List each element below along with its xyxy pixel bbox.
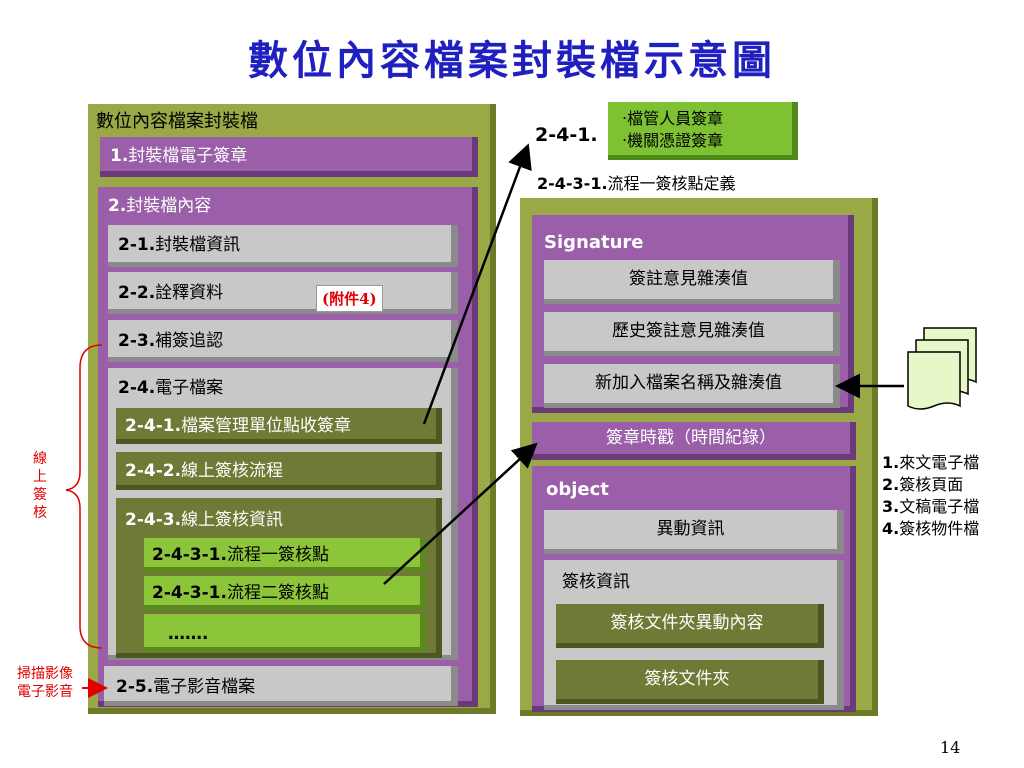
package-signature-label: 1.封裝檔電子簽章: [110, 148, 247, 165]
sign-info-label: 簽核資訊: [562, 572, 630, 592]
metadata-text: 詮釋資料: [155, 283, 224, 303]
page-title: 數位內容檔案封裝檔示意圖: [248, 37, 776, 84]
package-info-text: 封裝檔資訊: [155, 235, 241, 255]
doc-item-2: 2.簽核頁面: [882, 474, 979, 496]
more-points-label: …….: [168, 624, 209, 644]
flow-two-point-label: 2-4-3-1.流程二簽核點: [152, 585, 329, 602]
package-content-num: 2.: [108, 196, 127, 216]
appendix-note: (附件4): [316, 285, 383, 312]
doc-item-3: 3.文稿電子檔: [882, 496, 979, 518]
online-char-2: 上: [33, 469, 47, 485]
online-char-1: 線: [33, 451, 47, 467]
receive-details-list: ‧檔管人員簽章 ‧機關憑證簽章: [622, 108, 723, 152]
receive-detail-1: ‧檔管人員簽章: [622, 109, 724, 128]
package-signature-num: 1.: [110, 146, 129, 166]
package-info-box: [108, 225, 458, 267]
receive-signature-text: 檔案管理單位點收簽章: [181, 416, 352, 436]
scan-media-label: 掃描影像 電子影音: [10, 665, 80, 701]
online-info-num: 2-4-3.: [125, 510, 182, 530]
receive-detail-2: ‧機關憑證簽章: [622, 131, 724, 150]
electronic-file-num: 2-4.: [118, 378, 156, 398]
receive-ref-label: 2-4-1.: [535, 124, 598, 146]
flow-two-point-box: [144, 576, 426, 610]
documents-list: 1.來文電子檔 2.簽核頁面 3.文稿電子檔 4.簽核物件檔: [882, 452, 979, 540]
online-info-label: 2-4-3.線上簽核資訊: [125, 512, 283, 529]
package-content-label: 2.封裝檔內容: [108, 198, 211, 215]
metadata-box: [108, 272, 458, 314]
folder-change-box: 簽核文件夾異動內容: [556, 604, 824, 648]
doc-item-4-text: 簽核物件檔: [899, 519, 980, 538]
package-signature-box: [100, 137, 478, 177]
flow-two-point-num: 2-4-3-1.: [152, 583, 227, 603]
history-comment-hash-box: 歷史簽註意見雜湊值: [544, 312, 840, 356]
doc-item-3-num: 3.: [882, 497, 900, 516]
online-flow-text: 線上簽核流程: [181, 461, 284, 481]
new-file-hash-box: 新加入檔案名稱及雜湊值: [544, 364, 840, 408]
flow-point-definition: 2-4-3-1.流程一簽核點定義: [537, 176, 736, 192]
doc-item-4: 4.簽核物件檔: [882, 518, 979, 540]
av-file-num: 2-5.: [116, 677, 154, 697]
flow-point-definition-text: 流程一簽核點定義: [607, 174, 736, 193]
flow-one-point-label: 2-4-3-1.流程一簽核點: [152, 547, 329, 564]
doc-item-2-text: 簽核頁面: [899, 475, 964, 494]
package-info-num: 2-1.: [118, 235, 156, 255]
metadata-num: 2-2.: [118, 283, 156, 303]
flow-one-point-box: [144, 538, 426, 572]
comment-hash-box: 簽註意見雜湊值: [544, 260, 840, 304]
supplement-num: 2-3.: [118, 331, 156, 351]
receive-signature-box: [116, 408, 442, 444]
receive-signature-num: 2-4-1.: [125, 416, 182, 436]
doc-item-4-num: 4.: [882, 519, 900, 538]
signature-label: Signature: [544, 232, 644, 253]
flow-two-point-text: 流程二簽核點: [226, 583, 329, 603]
receive-details-box: [608, 102, 798, 160]
more-points-box: [144, 614, 426, 652]
av-file-text: 電子影音檔案: [153, 677, 256, 697]
online-char-3: 簽: [33, 487, 47, 503]
scan-line-1: 掃描影像: [17, 666, 73, 682]
doc-item-2-num: 2.: [882, 475, 900, 494]
scan-line-2: 電子影音: [17, 684, 73, 700]
package-content-text: 封裝檔內容: [126, 196, 212, 216]
online-signing-label: 線 上 簽 核: [30, 450, 50, 522]
electronic-file-label: 2-4.電子檔案: [118, 380, 223, 397]
doc-item-3-text: 文稿電子檔: [899, 497, 980, 516]
package-outer-label: 數位內容檔案封裝檔: [96, 111, 258, 132]
online-flow-num: 2-4-2.: [125, 461, 182, 481]
online-flow-label: 2-4-2.線上簽核流程: [125, 463, 283, 480]
doc-item-1: 1.來文電子檔: [882, 452, 979, 474]
electronic-file-text: 電子檔案: [155, 378, 224, 398]
flow-one-point-num: 2-4-3-1.: [152, 545, 227, 565]
package-info-label: 2-1.封裝檔資訊: [118, 237, 240, 254]
online-info-text: 線上簽核資訊: [181, 510, 284, 530]
folder-box: 簽核文件夾: [556, 660, 824, 704]
package-signature-text: 封裝檔電子簽章: [128, 146, 248, 166]
doc-item-1-num: 1.: [882, 453, 900, 472]
supplement-text: 補簽追認: [155, 331, 224, 351]
metadata-label: 2-2.詮釋資料: [118, 285, 223, 302]
documents-icon: [907, 327, 977, 410]
av-file-box: [104, 666, 458, 706]
online-char-4: 核: [33, 505, 47, 521]
receive-signature-label: 2-4-1.檔案管理單位點收簽章: [125, 418, 351, 435]
object-label: object: [546, 479, 609, 500]
change-info-box: 異動資訊: [544, 510, 844, 554]
flow-one-point-text: 流程一簽核點: [226, 545, 329, 565]
page-number: 14: [940, 738, 961, 757]
doc-item-1-text: 來文電子檔: [899, 453, 980, 472]
av-file-label: 2-5.電子影音檔案: [116, 679, 255, 696]
timestamp-box: 簽章時戳（時間紀錄）: [532, 422, 856, 460]
supplement-label: 2-3.補簽追認: [118, 333, 223, 350]
flow-point-definition-num: 2-4-3-1.: [537, 174, 608, 193]
